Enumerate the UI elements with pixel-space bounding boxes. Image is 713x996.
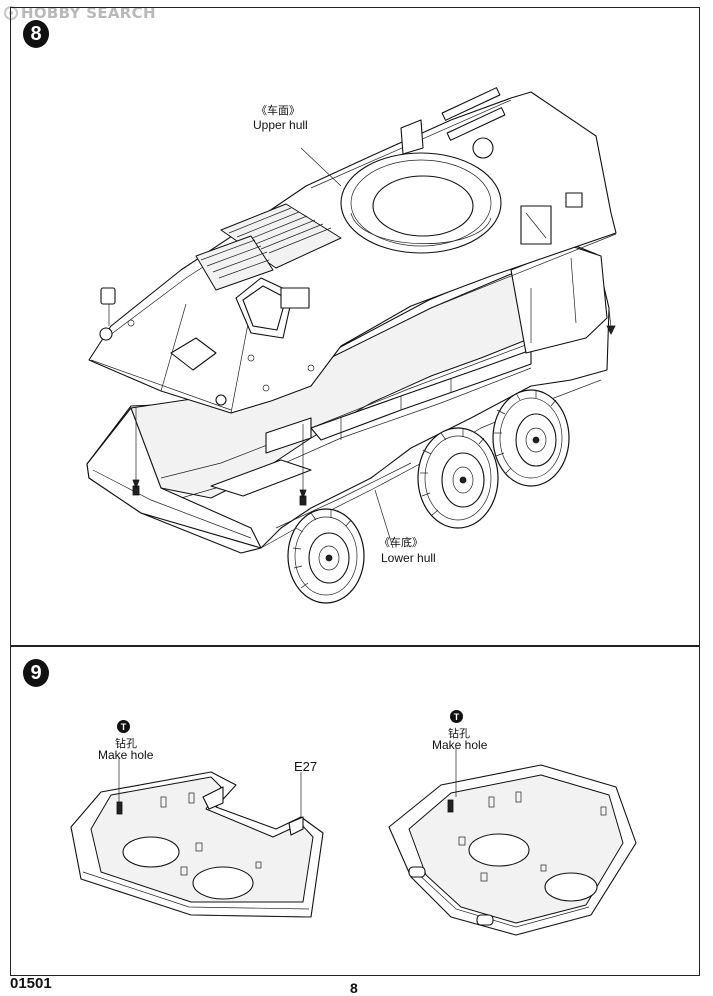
upper-hull-leader <box>300 147 342 187</box>
make-hole-label-en-left: Make hole <box>98 748 154 762</box>
wheels-drawing <box>287 389 570 604</box>
step-9-panel: 9 <box>10 646 700 976</box>
lower-hull-label-cn: 《车底》 <box>379 536 423 549</box>
step-8-badge: 8 <box>23 20 49 48</box>
make-hole-label-cn-right: 钻孔 <box>448 727 470 740</box>
lower-hull-leader <box>374 489 394 549</box>
step-8-drawing <box>86 87 617 604</box>
step-8-panel: 8 <box>10 7 700 646</box>
watermark-text: HOBBY SEARCH <box>21 4 156 22</box>
product-code: 01501 <box>10 975 52 992</box>
step-9-badge: 9 <box>23 659 49 687</box>
right-hull-part-drawing <box>388 747 637 936</box>
make-hole-icon-right: T <box>450 710 463 723</box>
lower-hull-label-en: Lower hull <box>381 551 436 565</box>
upper-hull-label-en: Upper hull <box>253 118 308 132</box>
upper-hull-label-cn: 《车面》 <box>256 104 300 117</box>
left-hull-part-drawing <box>70 757 324 918</box>
lower-hull-drawing <box>86 243 616 554</box>
upper-hull-drawing <box>88 87 617 414</box>
page-number: 8 <box>350 980 358 996</box>
part-label-e27: E27 <box>294 759 318 774</box>
step-9-drawing <box>70 747 637 936</box>
make-hole-label-cn-left: 钻孔 <box>115 737 137 750</box>
make-hole-icon-left: T <box>117 720 130 733</box>
make-hole-label-en-right: Make hole <box>432 738 488 752</box>
